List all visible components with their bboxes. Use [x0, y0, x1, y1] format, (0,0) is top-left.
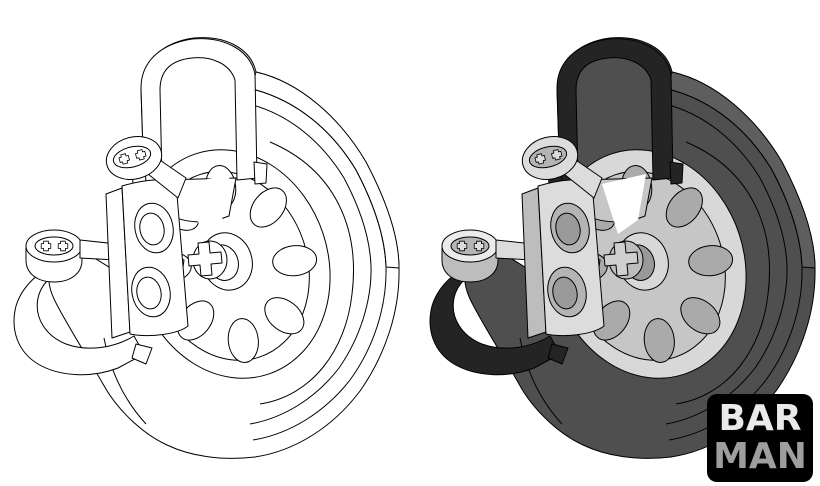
wireframe-cutaway-figure	[8, 8, 404, 460]
wireframe-wheel-assembly	[14, 38, 399, 459]
logo-text-bottom: MAN	[713, 436, 807, 477]
shaded-cutaway-figure	[424, 8, 820, 460]
logo-text-top: BAR	[718, 398, 802, 439]
artist-logo: BAR MAN	[707, 394, 813, 482]
